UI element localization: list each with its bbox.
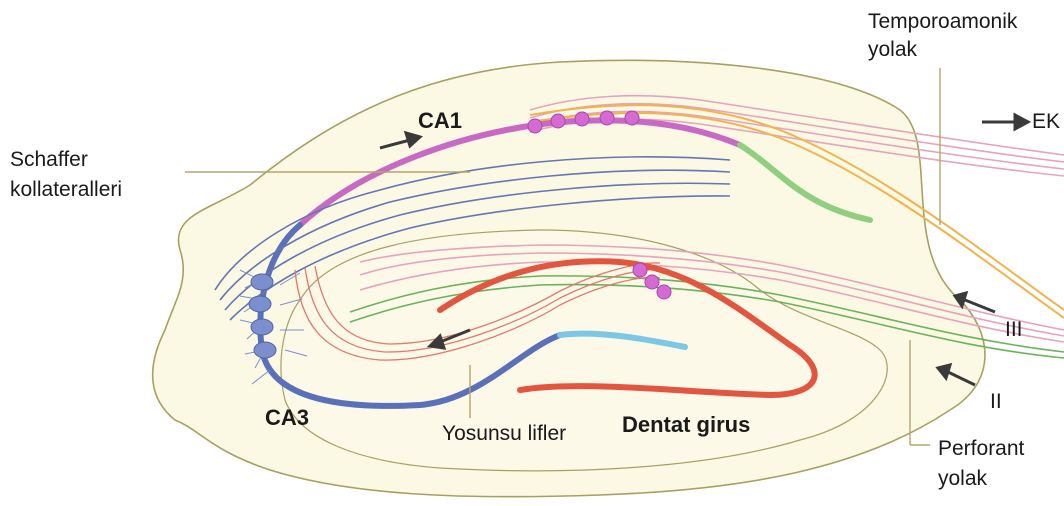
neuron-icon	[249, 296, 271, 312]
neuron-icon	[657, 285, 671, 299]
neuron-icon	[633, 263, 647, 277]
neuron-icon	[600, 111, 614, 125]
temporoammonic-label-line1: Temporoamonik	[868, 10, 1018, 33]
neuron-icon	[551, 114, 565, 128]
schaffer-label-line1: Schaffer	[10, 148, 88, 171]
arrow-icon	[982, 115, 1028, 129]
temporoammonic-label-line2: yolak	[868, 38, 918, 61]
neuron-icon	[645, 275, 659, 289]
ii-label: II	[990, 390, 1002, 413]
neuron-icon	[625, 111, 639, 125]
mossy-fibers-label: Yosunsu lifler	[442, 422, 566, 445]
dentate-label: Dentat girus	[622, 412, 750, 437]
perforant-label-line1: Perforant	[938, 437, 1025, 460]
schaffer-label-line2: kollateralleri	[10, 178, 122, 201]
iii-label: III	[1005, 318, 1023, 341]
ca3-label: CA3	[265, 405, 309, 430]
neuron-icon	[254, 342, 276, 358]
neuron-icon	[575, 112, 589, 126]
neuron-icon	[251, 319, 273, 335]
perforant-label-line2: yolak	[938, 467, 988, 490]
neuron-icon	[528, 119, 542, 133]
ca1-label: CA1	[418, 108, 462, 133]
neuron-icon	[251, 274, 273, 290]
ek-label: EK	[1032, 110, 1060, 133]
